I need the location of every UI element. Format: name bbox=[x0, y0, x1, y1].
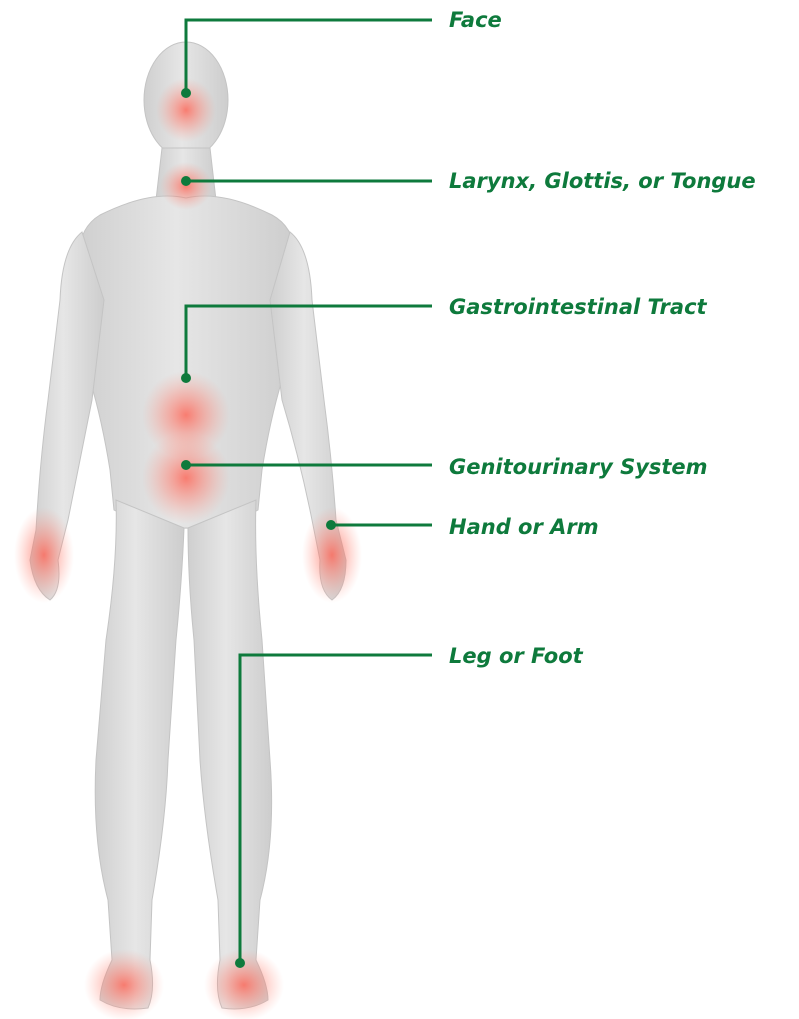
face-dot bbox=[181, 88, 191, 98]
label-leg-or-foot: Leg or Foot bbox=[449, 644, 583, 668]
right-foot-glow bbox=[204, 949, 284, 1019]
label-larynx: Larynx, Glottis, or Tongue bbox=[449, 169, 756, 193]
right-leg bbox=[188, 500, 272, 1009]
label-face: Face bbox=[449, 8, 502, 32]
hand-dot bbox=[326, 520, 336, 530]
gu-glow bbox=[142, 432, 230, 524]
left-foot-glow bbox=[84, 949, 164, 1019]
label-hand-or-arm: Hand or Arm bbox=[449, 515, 599, 539]
gu-dot bbox=[181, 460, 191, 470]
leg-dot bbox=[235, 958, 245, 968]
label-gastrointestinal: Gastrointestinal Tract bbox=[449, 295, 707, 319]
larynx-dot bbox=[181, 176, 191, 186]
left-hand-glow bbox=[14, 507, 74, 603]
left-leg bbox=[95, 500, 184, 1009]
label-genitourinary: Genitourinary System bbox=[449, 455, 708, 479]
gi-dot bbox=[181, 373, 191, 383]
